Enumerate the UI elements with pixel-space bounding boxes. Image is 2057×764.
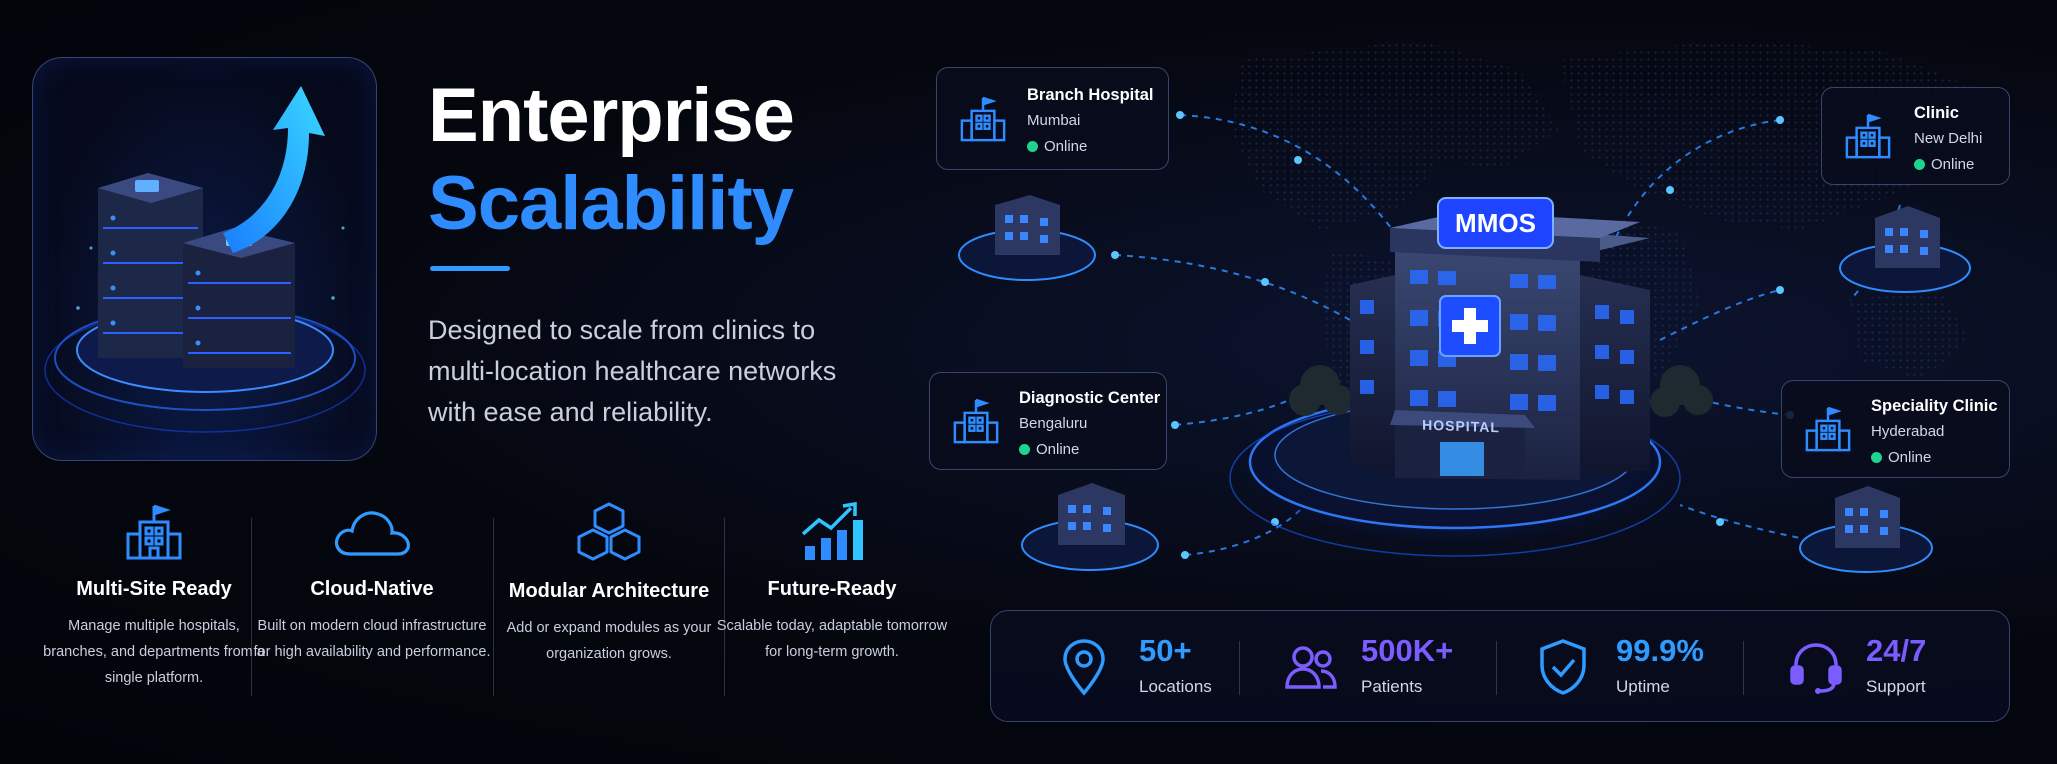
feature-title: Multi-Site Ready bbox=[76, 578, 232, 600]
shield-check-icon bbox=[1540, 639, 1586, 695]
online-dot bbox=[1914, 159, 1925, 170]
growth-chart-icon bbox=[801, 501, 863, 560]
stat-uptime: 99.9% Uptime bbox=[1536, 611, 1736, 723]
location-name: Diagnostic Center bbox=[1019, 389, 1161, 407]
feature-title: Modular Architecture bbox=[508, 580, 710, 602]
location-card-branch-hospital[interactable]: Branch Hospital Mumbai Online bbox=[936, 67, 1169, 170]
stat-locations: 50+ Locations bbox=[1059, 611, 1239, 723]
feature-divider bbox=[493, 518, 494, 696]
location-pin-icon bbox=[1063, 639, 1105, 696]
cloud-icon bbox=[334, 511, 410, 556]
feature-divider bbox=[251, 518, 252, 696]
location-status: Online bbox=[1019, 441, 1079, 458]
building-icon bbox=[1845, 113, 1891, 159]
building-icon bbox=[953, 398, 999, 444]
online-dot bbox=[1019, 444, 1030, 455]
stat-label: Locations bbox=[1139, 677, 1212, 696]
location-card-clinic[interactable]: Clinic New Delhi Online bbox=[1821, 87, 2010, 185]
building-icon bbox=[1805, 406, 1851, 452]
stat-divider bbox=[1743, 641, 1744, 695]
title-underline bbox=[430, 266, 510, 271]
trees bbox=[1289, 365, 1713, 417]
online-dot bbox=[1871, 452, 1882, 463]
location-status: Online bbox=[1027, 138, 1087, 155]
location-city: New Delhi bbox=[1914, 130, 1983, 147]
location-name: Clinic bbox=[1914, 104, 1959, 122]
feature-future-ready: Future-Ready Scalable today, adaptable t… bbox=[713, 500, 951, 665]
location-card-diagnostic-center[interactable]: Diagnostic Center Bengaluru Online bbox=[929, 372, 1167, 470]
location-city: Mumbai bbox=[1027, 112, 1081, 129]
intro-text: Designed to scale from clinics to multi-… bbox=[428, 315, 837, 427]
server-growth-illustration bbox=[44, 86, 366, 433]
feature-description: Scalable today, adaptable tomorrow for l… bbox=[716, 618, 948, 660]
connection-lines bbox=[1114, 114, 1901, 556]
feature-divider bbox=[724, 518, 725, 696]
building-icon bbox=[960, 96, 1006, 141]
stat-label: Patients bbox=[1361, 677, 1423, 696]
feature-multi-site: Multi-Site Ready Manage multiple hospita… bbox=[35, 500, 273, 691]
feature-cloud-native: Cloud-Native Built on modern cloud infra… bbox=[253, 500, 491, 665]
cubes-icon bbox=[577, 502, 641, 561]
hero-illustration-card bbox=[32, 57, 377, 461]
feature-modular: Modular Architecture Add or expand modul… bbox=[490, 500, 728, 667]
location-city: Bengaluru bbox=[1019, 415, 1088, 432]
stats-bar: 50+ Locations 500K+ Patients 99.9% Uptim… bbox=[990, 610, 2010, 722]
mmos-sign bbox=[1437, 197, 1554, 249]
stat-patients: 500K+ Patients bbox=[1281, 611, 1481, 723]
stat-divider bbox=[1239, 641, 1240, 695]
location-status: Online bbox=[1914, 156, 1974, 173]
stat-value: 24/7 bbox=[1866, 633, 1927, 668]
location-city: Hyderabad bbox=[1871, 423, 1945, 440]
stat-value: 50+ bbox=[1139, 633, 1192, 668]
feature-description: Add or expand modules as your organizati… bbox=[506, 620, 712, 662]
page-title-line2: Scalability bbox=[428, 161, 794, 246]
stat-value: 99.9% bbox=[1616, 633, 1704, 668]
growth-arrow-icon bbox=[223, 86, 325, 253]
feature-title: Cloud-Native bbox=[310, 578, 434, 600]
page-title-line1: Enterprise bbox=[428, 73, 795, 158]
feature-description: Manage multiple hospitals, branches, and… bbox=[43, 618, 265, 686]
stat-label: Uptime bbox=[1616, 677, 1670, 696]
stat-label: Support bbox=[1866, 677, 1926, 696]
feature-title: Future-Ready bbox=[767, 578, 897, 600]
multi-building-icon bbox=[126, 504, 182, 560]
location-name: Speciality Clinic bbox=[1871, 397, 1998, 415]
location-status: Online bbox=[1871, 449, 1931, 466]
satellite-buildings bbox=[958, 195, 1971, 573]
stat-value: 500K+ bbox=[1361, 633, 1454, 668]
feature-description: Built on modern cloud infrastructure for… bbox=[253, 618, 491, 660]
users-icon bbox=[1285, 646, 1337, 689]
online-dot bbox=[1027, 141, 1038, 152]
mmos-sign-label: MMOS bbox=[1455, 208, 1536, 238]
location-name: Branch Hospital bbox=[1027, 86, 1154, 104]
stat-divider bbox=[1496, 641, 1497, 695]
headset-icon bbox=[1790, 643, 1842, 694]
stat-support: 24/7 Support bbox=[1786, 611, 1986, 723]
location-card-speciality-clinic[interactable]: Speciality Clinic Hyderabad Online bbox=[1781, 380, 2010, 478]
